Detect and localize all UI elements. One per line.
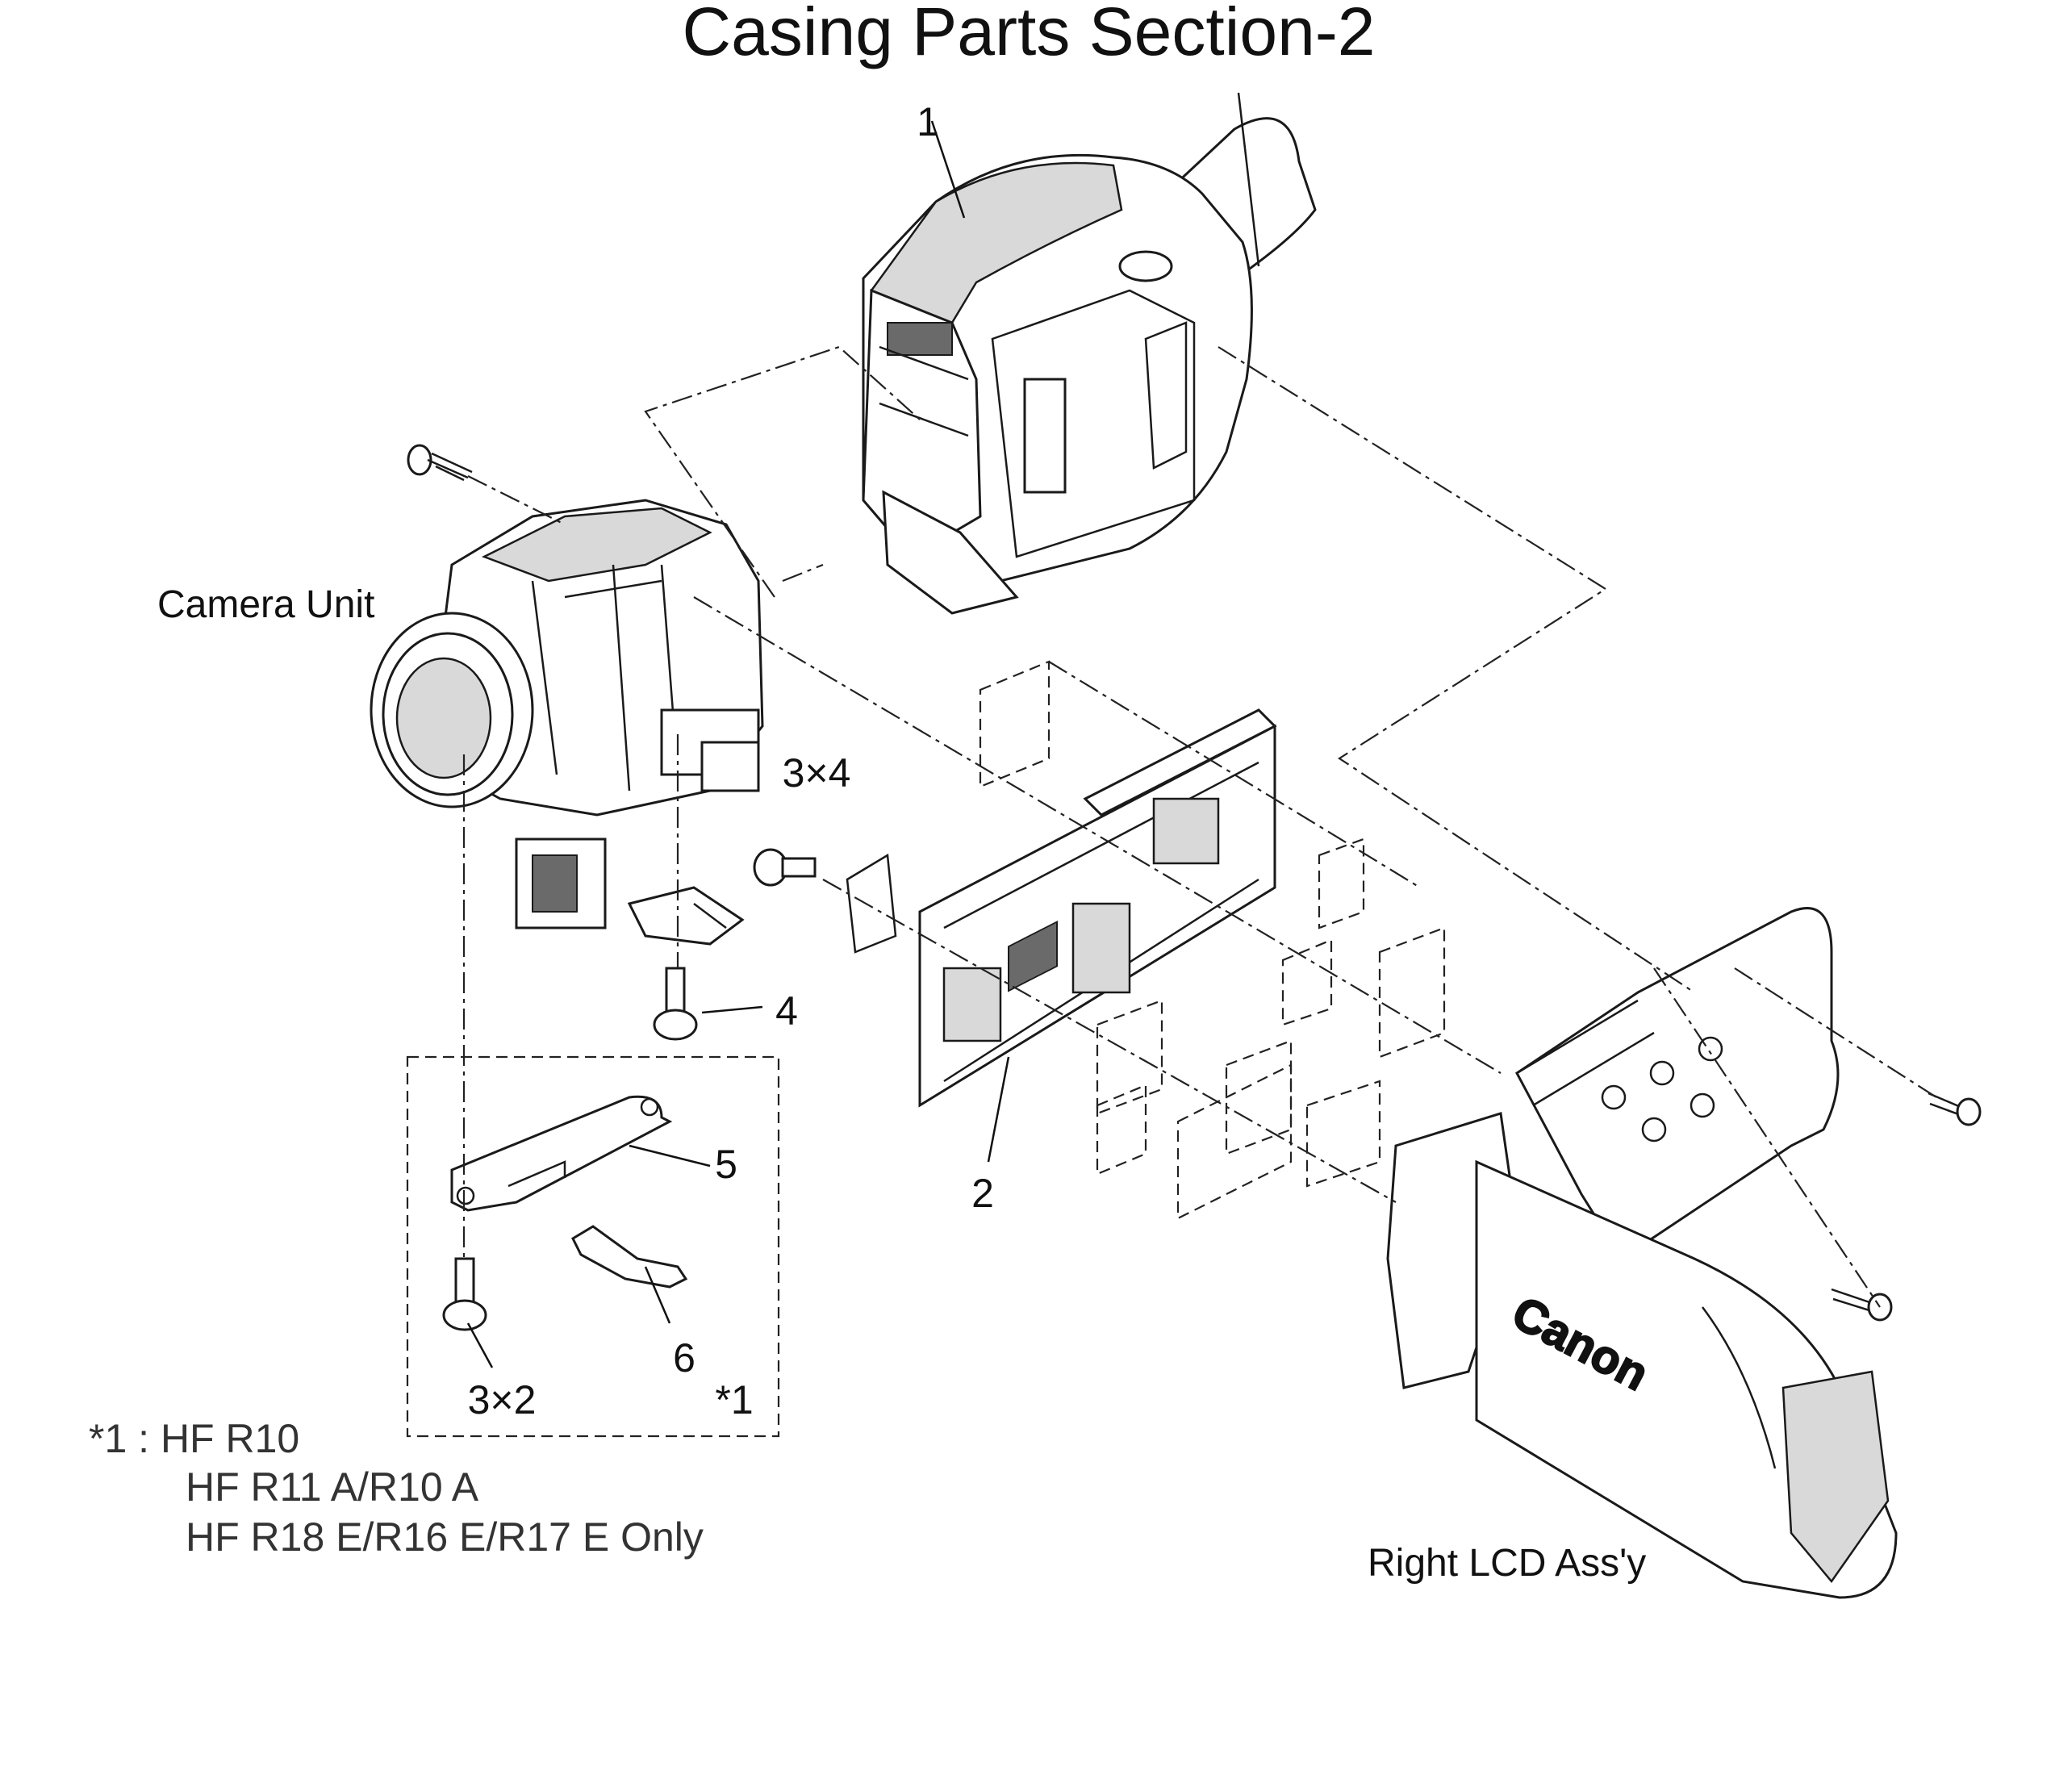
callout-3x4: 3×4: [783, 750, 851, 796]
label-right-lcd-assy: Right LCD Ass'y: [1368, 1542, 1646, 1585]
part-5-plate: [450, 1095, 673, 1212]
screw-4: [653, 967, 698, 1041]
screw-3x4: [753, 848, 817, 887]
camera-unit: [370, 444, 764, 929]
screw-lcd-1: [1928, 1092, 1982, 1126]
callout-1: 1: [917, 99, 939, 144]
screw-camera-top: [407, 444, 473, 482]
part-1-top-casing: [862, 92, 1317, 615]
camera-bracket: [627, 886, 745, 946]
callout-3x2: 3×2: [468, 1377, 537, 1422]
diagram-title: Casing Parts Section-2: [682, 0, 1375, 69]
dashed-sheets: [979, 660, 1446, 1220]
screw-3x2: [442, 1257, 487, 1331]
callout-star1: *1: [715, 1377, 753, 1422]
footnote-line-3: HF R18 E/R16 E/R17 E Only: [186, 1514, 704, 1560]
callout-6: 6: [673, 1335, 695, 1381]
label-camera-unit: Camera Unit: [157, 583, 374, 626]
part-6-flex-cable: [571, 1225, 688, 1289]
callout-5: 5: [715, 1142, 737, 1187]
footnote-line-1: *1 : HF R10: [89, 1416, 299, 1461]
callout-2: 2: [971, 1171, 994, 1216]
right-lcd-assy: Canon: [1386, 907, 1898, 1599]
option-group-box: [406, 1055, 780, 1438]
leader-lines: [462, 120, 1937, 1368]
part-2-main-pcb: [846, 708, 1277, 1108]
footnote-line-2: HF R11 A/R10 A: [186, 1464, 479, 1510]
screw-lcd-2: [1831, 1288, 1893, 1322]
callout-4: 4: [775, 988, 798, 1034]
